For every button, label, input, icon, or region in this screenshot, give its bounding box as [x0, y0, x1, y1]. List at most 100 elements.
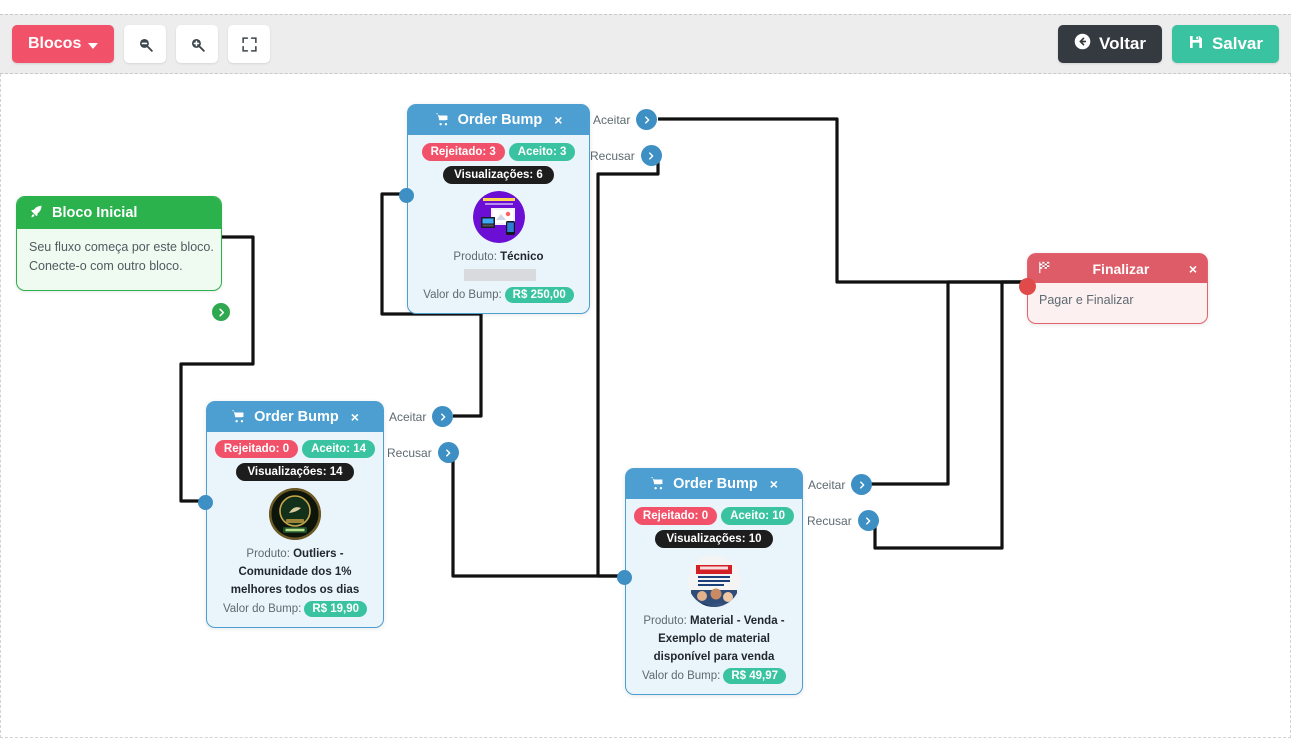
- product-prefix: Produto:: [246, 548, 294, 560]
- stats-badges: Rejeitado: 0 Aceito: 14: [214, 440, 376, 458]
- ob3-recusar-port-group[interactable]: Recusar: [807, 510, 879, 531]
- salvar-button[interactable]: Salvar: [1171, 25, 1279, 63]
- editor-toolbar: Blocos: [0, 14, 1291, 74]
- close-icon[interactable]: ×: [769, 476, 778, 492]
- node-header: Finalizar ×: [1028, 254, 1207, 283]
- node-order-bump-2[interactable]: Order Bump × Rejeitado: 0 Aceito: 14 Vis…: [198, 401, 384, 629]
- port-label-aceitar: Aceitar: [389, 409, 427, 424]
- port-label-recusar: Recusar: [590, 148, 635, 163]
- status-badge-visualizacoes: Visualizações: 10: [655, 530, 773, 548]
- product-line: Produto: Técnico: [418, 249, 579, 285]
- bump-value-line: Valor do Bump:R$ 250,00: [418, 286, 579, 303]
- bump-value-label: Valor do Bump:: [423, 288, 502, 301]
- start-output-port[interactable]: [210, 301, 232, 323]
- bump-value-line: Valor do Bump:R$ 19,90: [217, 601, 373, 618]
- ob1-aceitar-output-port[interactable]: [636, 109, 658, 130]
- node-body: Seu fluxo começa por este bloco. Conecte…: [17, 229, 221, 290]
- close-icon[interactable]: ×: [350, 409, 359, 425]
- node-body: Rejeitado: 0 Aceito: 10 Visualizações: 1…: [626, 499, 802, 694]
- product-prefix: Produto:: [643, 615, 691, 627]
- edge-layer: [179, 117, 1030, 578]
- product-name: Material - Venda - Exemplo de material d…: [653, 615, 785, 663]
- ob1-recusar-output-port[interactable]: [640, 145, 662, 166]
- status-badge-rejeitado: Rejeitado: 0: [633, 507, 718, 525]
- ob1-recusar-port-group[interactable]: Recusar: [590, 145, 662, 166]
- zoom-in-button[interactable]: [176, 25, 219, 63]
- product-line: Produto: Material - Venda - Exemplo de m…: [636, 613, 792, 666]
- node-body: Rejeitado: 3 Aceito: 3 Visualizações: 6: [408, 135, 589, 313]
- bump-value-label: Valor do Bump:: [222, 603, 302, 616]
- edge-ob2-recusar-to-ob3: [451, 452, 625, 578]
- ob1-aceitar-port-group[interactable]: Aceitar: [593, 109, 658, 130]
- fullscreen-icon: [241, 36, 258, 53]
- cart-icon: [650, 476, 665, 493]
- node-title: Order Bump: [673, 476, 758, 492]
- status-badge-rejeitado: Rejeitado: 0: [214, 440, 299, 458]
- ob3-aceitar-output-port[interactable]: [851, 474, 873, 495]
- node-order-bump-1[interactable]: Order Bump × Rejeitado: 3 Aceito: 3 Visu…: [399, 104, 590, 314]
- ob2-recusar-output-port[interactable]: [437, 442, 459, 463]
- node-input-port[interactable]: [198, 495, 213, 510]
- redacted-bar: [464, 268, 536, 281]
- node-body: Pagar e Finalizar: [1039, 293, 1134, 307]
- flow-canvas[interactable]: Bloco Inicial Seu fluxo começa por este …: [0, 74, 1291, 738]
- zoom-in-icon: [189, 36, 206, 53]
- edge-ob1-aceitar-to-finalizar: [658, 117, 1030, 284]
- bump-value-label: Valor do Bump:: [641, 670, 721, 683]
- close-icon[interactable]: ×: [554, 112, 563, 128]
- product-thumbnail: [472, 191, 525, 243]
- node-header: Order Bump ×: [626, 469, 802, 499]
- blocos-label: Blocos: [28, 35, 82, 52]
- voltar-button[interactable]: Voltar: [1058, 25, 1162, 63]
- ob3-recusar-output-port[interactable]: [857, 510, 879, 531]
- salvar-label: Salvar: [1211, 34, 1263, 53]
- blocos-dropdown-button[interactable]: Blocos: [12, 25, 115, 63]
- edge-start-to-ob2: [179, 235, 255, 503]
- ob3-aceitar-port-group[interactable]: Aceitar: [808, 474, 873, 495]
- toolbar-right-group: Voltar Salvar: [1058, 25, 1279, 63]
- finalizar-input-port[interactable]: [1019, 278, 1036, 295]
- product-name: Técnico: [500, 251, 544, 263]
- ob2-aceitar-port-group[interactable]: Aceitar: [389, 406, 454, 427]
- port-label-recusar: Recusar: [807, 513, 852, 528]
- zoom-out-button[interactable]: [124, 25, 167, 63]
- node-finalizar[interactable]: Finalizar × Pagar e Finalizar: [1019, 253, 1208, 324]
- checkered-flag-icon: [1038, 260, 1053, 278]
- status-badge-visualizacoes: Visualizações: 6: [443, 166, 554, 184]
- close-icon[interactable]: ×: [1188, 260, 1197, 277]
- product-thumbnail: [269, 488, 321, 540]
- port-label-recusar: Recusar: [387, 445, 432, 460]
- port-label-aceitar: Aceitar: [808, 477, 846, 492]
- product-thumbnail: [688, 555, 740, 607]
- node-title: Order Bump: [457, 112, 543, 128]
- node-title: Bloco Inicial: [52, 205, 138, 221]
- edge-ob3-recusar-to-finalizar: [873, 280, 1030, 550]
- node-input-port[interactable]: [399, 188, 414, 203]
- save-disk-icon: [1188, 34, 1204, 55]
- status-badge-visualizacoes: Visualizações: 14: [236, 463, 354, 481]
- ob2-aceitar-output-port[interactable]: [432, 406, 454, 427]
- back-arrow-icon: [1074, 33, 1091, 55]
- zoom-out-icon: [137, 36, 154, 53]
- edge-ob2-aceitar-to-ob1: [380, 192, 483, 418]
- product-line: Produto: Outliers - Comunidade dos 1% me…: [217, 546, 373, 599]
- node-title: Order Bump: [254, 409, 339, 425]
- node-header: Order Bump ×: [207, 402, 383, 432]
- toolbar-left-group: Blocos: [12, 25, 271, 63]
- ob2-recusar-port-group[interactable]: Recusar: [387, 442, 459, 463]
- product-prefix: Produto:: [453, 251, 501, 263]
- node-order-bump-3[interactable]: Order Bump × Rejeitado: 0 Aceito: 10 Vis…: [617, 468, 803, 696]
- cart-icon: [435, 112, 450, 129]
- node-bloco-inicial[interactable]: Bloco Inicial Seu fluxo começa por este …: [16, 196, 232, 323]
- port-label-aceitar: Aceitar: [593, 112, 631, 127]
- node-input-port[interactable]: [617, 570, 632, 585]
- status-badge-aceito: Aceito: 10: [721, 507, 795, 525]
- stats-badges: Rejeitado: 0 Aceito: 10: [633, 507, 795, 525]
- bump-value-line: Valor do Bump:R$ 49,97: [636, 668, 792, 685]
- start-desc-line-2: Conecte-o com outro bloco.: [29, 259, 183, 274]
- status-badge-aceito: Aceito: 3: [508, 143, 576, 161]
- chevron-down-icon: [88, 42, 99, 49]
- status-badge-rejeitado: Rejeitado: 3: [421, 143, 505, 161]
- bump-value-amount: R$ 250,00: [504, 286, 574, 303]
- fullscreen-button[interactable]: [228, 25, 271, 63]
